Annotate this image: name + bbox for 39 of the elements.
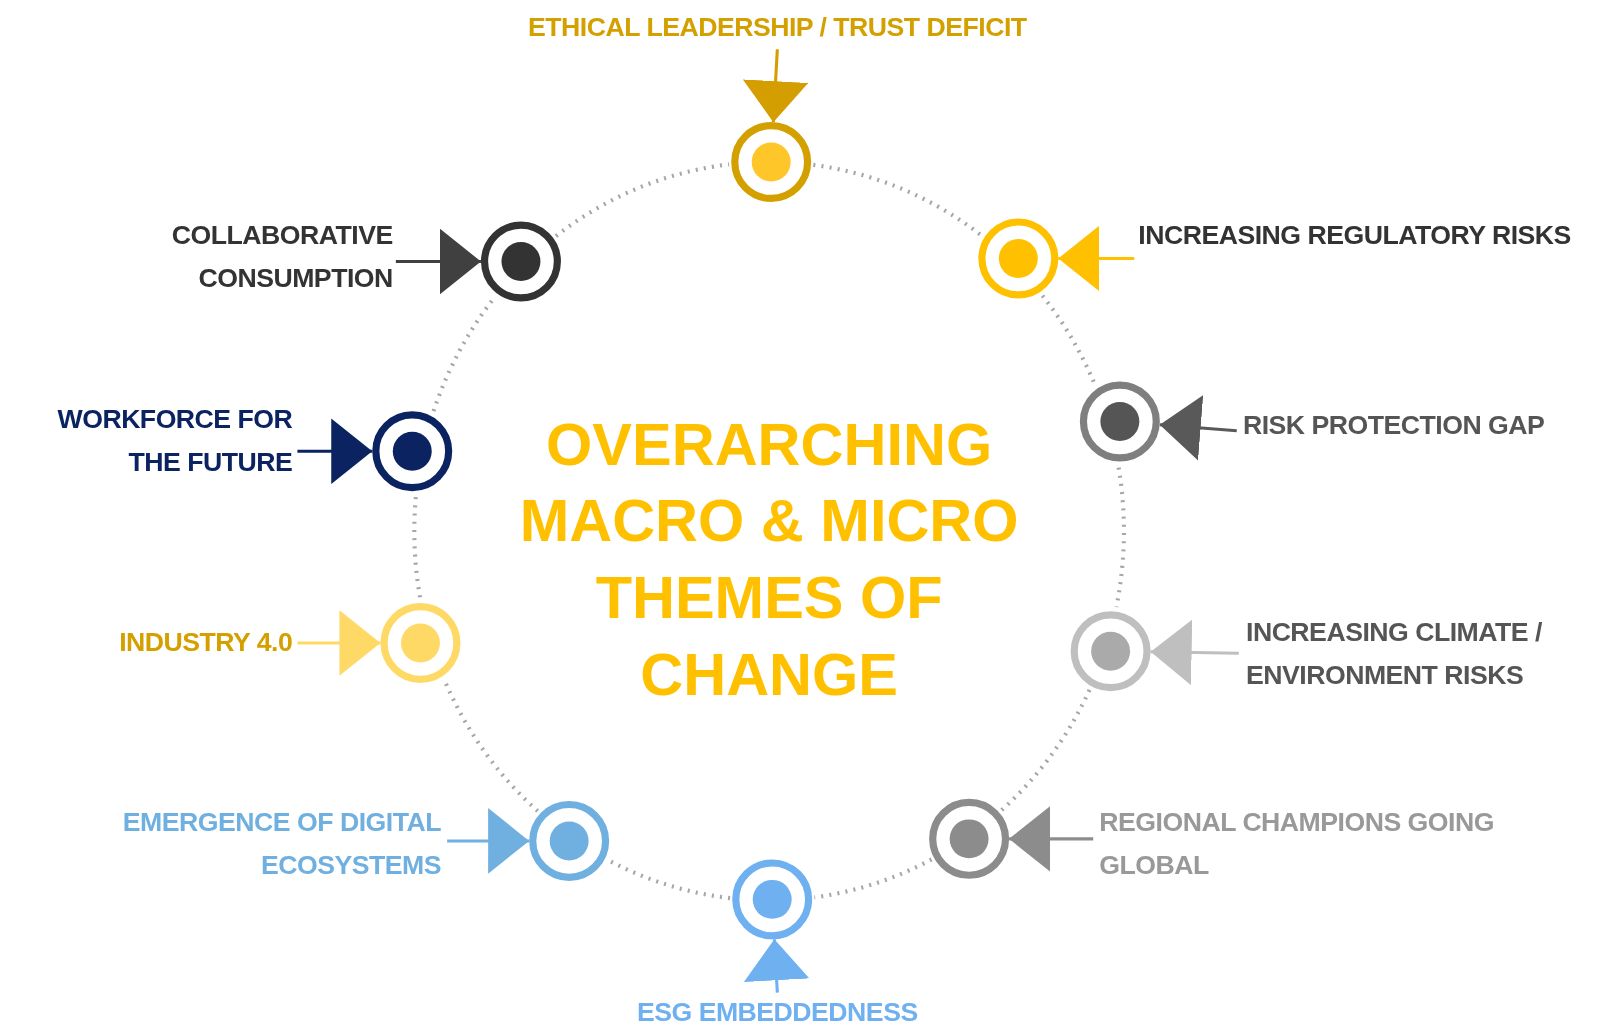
- theme-label: INCREASING REGULATORY RISKS: [1138, 213, 1600, 257]
- target-circle: [371, 410, 454, 493]
- pointer-arrow: [742, 49, 809, 123]
- target-circle: [479, 220, 562, 303]
- pointer-arrow: [297, 610, 381, 676]
- pointer-arrow: [1159, 395, 1237, 461]
- dotted-ring-arc: [814, 857, 933, 900]
- target-circle: [977, 217, 1060, 300]
- theme-label: INDUSTRY 4.0: [35, 620, 293, 664]
- theme-label: REGIONAL CHAMPIONS GOING GLOBAL: [1099, 799, 1592, 887]
- dotted-ring-arc: [999, 689, 1092, 812]
- target-circle: [379, 601, 462, 684]
- dotted-ring-arc: [412, 496, 423, 598]
- dotted-ring-arc: [443, 680, 540, 813]
- target-circle: [528, 799, 611, 882]
- theme-label: COLLABORATIVE CONSUMPTION: [54, 213, 393, 300]
- pointer-arrow: [395, 228, 481, 295]
- target-circle: [928, 797, 1011, 880]
- theme-label: ESG EMBEDDEDNESS: [572, 990, 983, 1034]
- pointer-arrow: [297, 418, 373, 485]
- pointer-arrow: [1150, 619, 1239, 686]
- target-circle: [1078, 380, 1161, 463]
- theme-label: EMERGENCE OF DIGITAL ECOSYSTEMS: [41, 799, 441, 887]
- dotted-ring-arc: [554, 162, 730, 238]
- dotted-ring-arc: [1114, 467, 1126, 608]
- theme-label: INCREASING CLIMATE / ENVIRONMENT RISKS: [1246, 610, 1608, 697]
- theme-label: ETHICAL LEADERSHIP / TRUST DEFICIT: [418, 5, 1137, 49]
- target-circle: [1069, 610, 1152, 693]
- theme-label: WORKFORCE FOR THE FUTURE: [0, 396, 293, 483]
- pointer-arrow: [1009, 806, 1094, 872]
- target-circle: [731, 858, 814, 941]
- dotted-ring-arc: [1040, 294, 1097, 385]
- target-circle: [730, 121, 813, 204]
- pointer-arrow: [1058, 225, 1135, 292]
- pointer-arrow: [447, 808, 530, 874]
- pointer-arrow: [743, 939, 810, 993]
- dotted-ring-arc: [812, 162, 983, 238]
- center-heading: OVERARCHING MACRO & MICRO THEMES OF CHANGE: [518, 409, 1020, 710]
- theme-label: RISK PROTECTION GAP: [1242, 403, 1608, 447]
